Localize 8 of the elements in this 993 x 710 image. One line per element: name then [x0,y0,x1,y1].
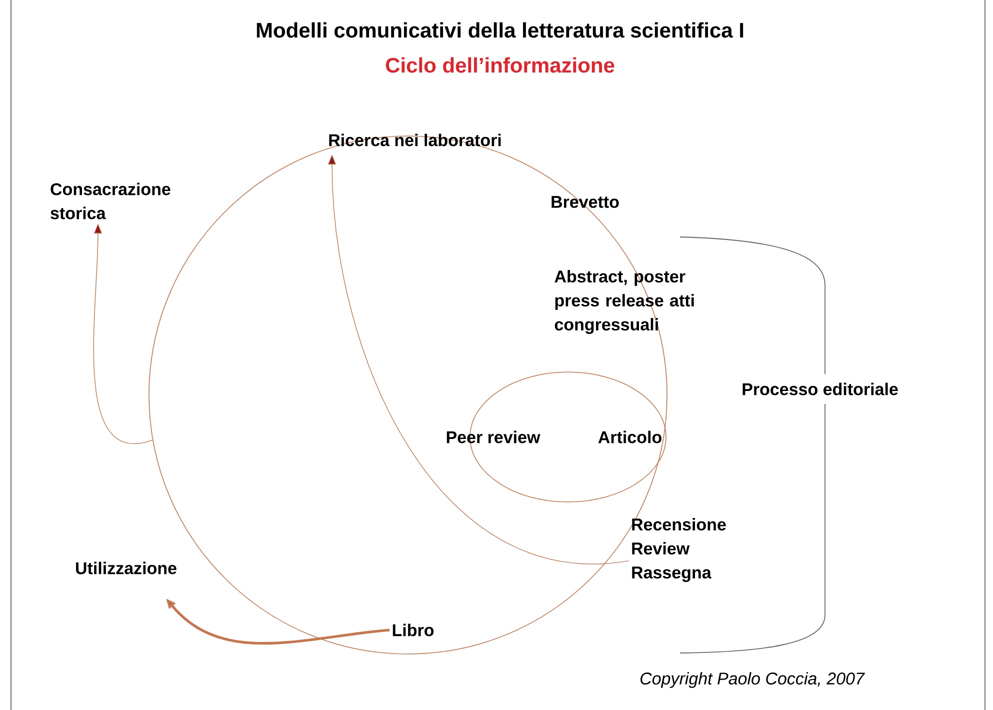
copyright-note: Copyright Paolo Coccia, 2007 [640,672,865,688]
label: Libro [392,624,434,636]
title: Modelli comunicativi della letteratura scientifica I [256,22,744,38]
label: Consacrazione storica [50,182,170,220]
label: Recensione Review Rassegna [632,518,726,582]
label: Utilizzazione [76,562,176,574]
subtitle: Ciclo dell’informazione [386,57,614,73]
label: Processo editoriale [742,382,898,396]
